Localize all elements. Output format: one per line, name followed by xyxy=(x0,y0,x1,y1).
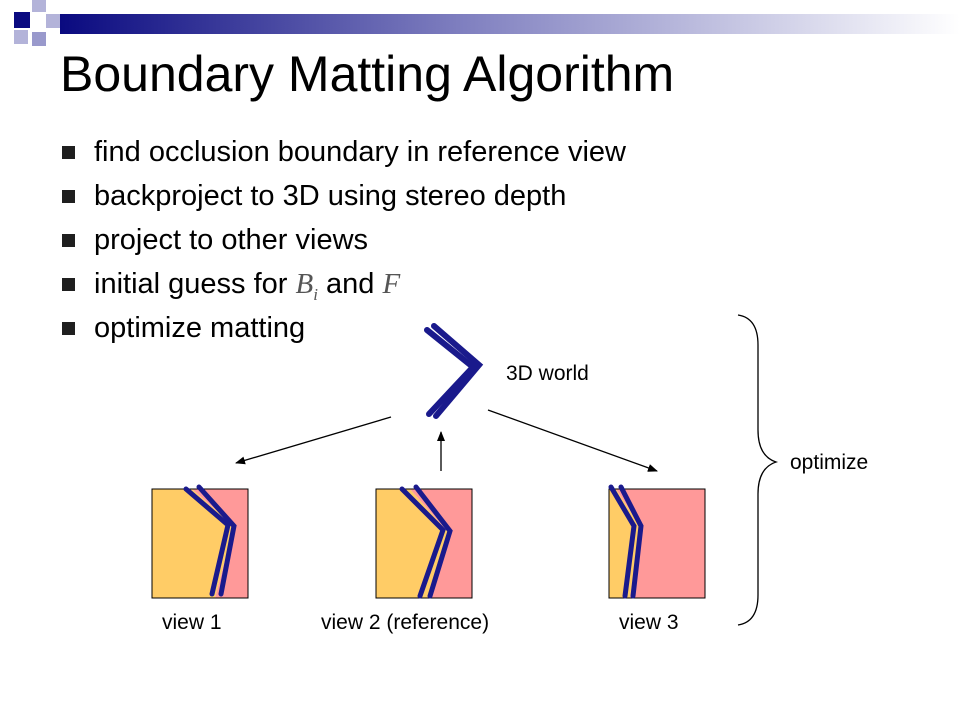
view2-label: view 2 (reference) xyxy=(321,611,490,634)
bullet-item: backproject to 3D using stereo depth xyxy=(60,174,626,218)
view3-panel xyxy=(608,484,706,599)
view3-label: view 3 xyxy=(619,611,679,634)
deco-square-dark xyxy=(14,12,30,28)
bullet-square-icon xyxy=(62,322,75,335)
arrow-to-view3 xyxy=(487,409,658,472)
bullet-text-prefix: initial guess for xyxy=(94,268,296,300)
symbol-b-letter: B xyxy=(295,268,314,300)
deco-square-light-right xyxy=(46,14,60,28)
bullet-item: project to other views xyxy=(60,218,626,262)
bullet-square-icon xyxy=(62,234,75,247)
view1-panel xyxy=(151,484,249,599)
view1-label: view 1 xyxy=(162,611,222,634)
optimize-label: optimize xyxy=(790,451,869,474)
header-decoration xyxy=(14,0,960,46)
bullet-square-icon xyxy=(62,146,75,159)
bullet-item: find occlusion boundary in reference vie… xyxy=(60,130,626,174)
header-gradient-bar xyxy=(60,14,960,34)
slide-title: Boundary Matting Algorithm xyxy=(60,46,675,102)
world-boundary-shape xyxy=(424,323,484,419)
deco-square-mid xyxy=(32,32,46,46)
deco-square-light-bottom xyxy=(14,30,28,44)
bullet-item: initial guess for Bi and F xyxy=(60,262,626,306)
deco-square-light-top xyxy=(32,0,46,12)
symbol-b-subscript: i xyxy=(313,284,318,304)
world-label: 3D world xyxy=(506,362,589,385)
bullet-square-icon xyxy=(62,278,75,291)
symbol-b: Bi xyxy=(295,268,318,304)
bullet-text: backproject to 3D using stereo depth xyxy=(94,180,567,212)
bullet-text: project to other views xyxy=(94,224,369,256)
bullet-text: find occlusion boundary in reference vie… xyxy=(94,136,626,168)
bullet-item: optimize matting xyxy=(60,306,626,350)
symbol-f: F xyxy=(382,268,401,300)
bullet-text: optimize matting xyxy=(94,312,306,344)
bullet-square-icon xyxy=(62,190,75,203)
bullet-list: find occlusion boundary in reference vie… xyxy=(60,130,626,350)
arrow-to-view1 xyxy=(235,416,392,465)
optimize-brace xyxy=(737,314,779,626)
view2-panel xyxy=(375,484,473,599)
bullet-text-middle: and xyxy=(317,268,383,300)
